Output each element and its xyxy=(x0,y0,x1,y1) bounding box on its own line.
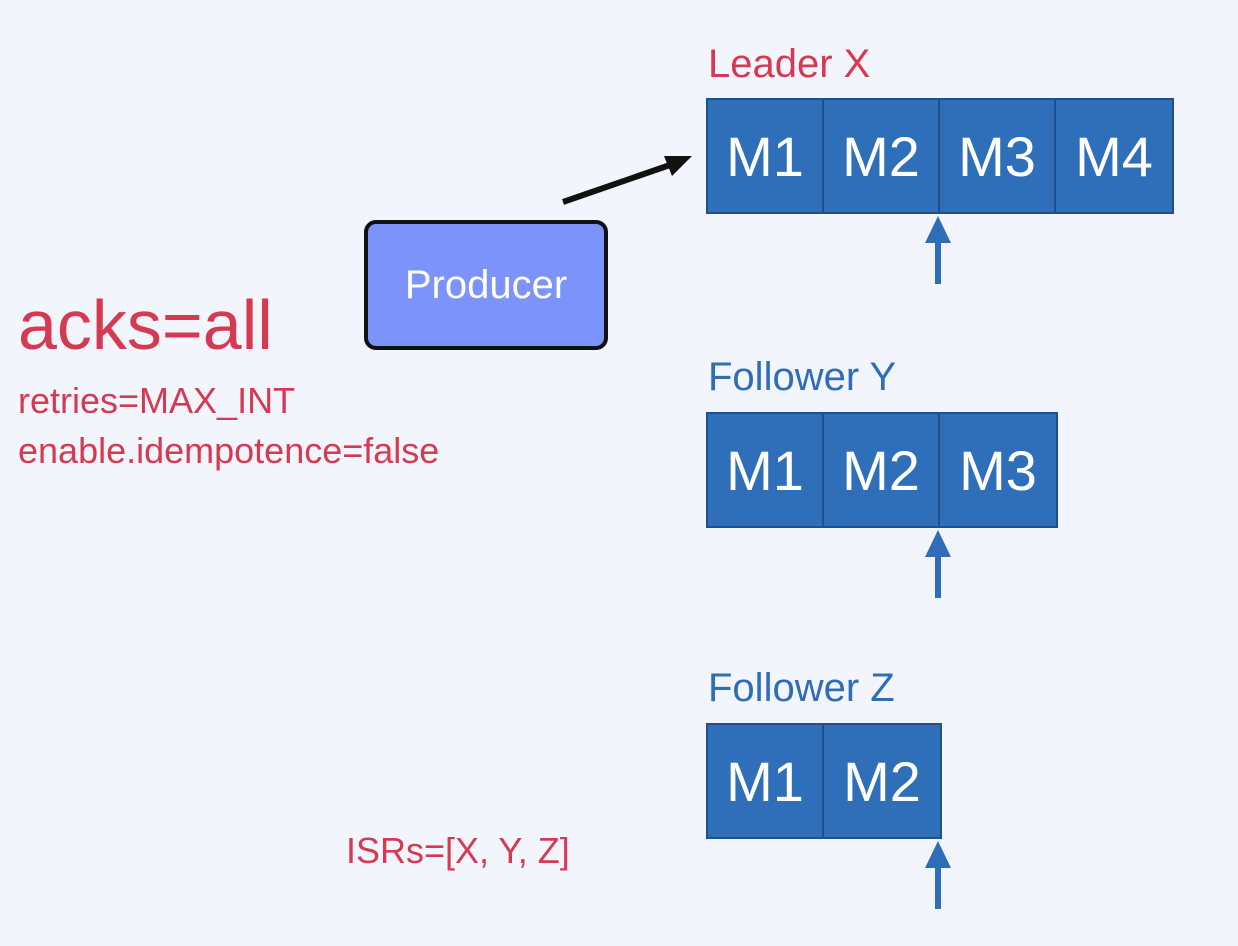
follower-z-message-m2: M2 xyxy=(824,725,940,837)
idempotence-config: enable.idempotence=false xyxy=(18,430,440,471)
follower-z-offset-pointer xyxy=(925,841,951,909)
acks-config: acks=all xyxy=(18,286,273,364)
producer-box: Producer xyxy=(364,220,608,350)
producer-to-leader-arrow xyxy=(562,156,692,205)
follower-z-message-m1: M1 xyxy=(708,725,824,837)
follower-y-message-m1: M1 xyxy=(708,414,824,526)
leader-log: M1 M2 M3 M4 xyxy=(706,98,1174,214)
isr-list: ISRs=[X, Y, Z] xyxy=(346,830,570,871)
follower-y-message-m3: M3 xyxy=(940,414,1056,526)
leader-message-m2: M2 xyxy=(824,100,940,212)
leader-offset-pointer xyxy=(925,216,951,284)
leader-label: Leader X xyxy=(708,42,871,86)
retries-config: retries=MAX_INT xyxy=(18,380,296,421)
follower-y-label: Follower Y xyxy=(708,355,897,399)
follower-y-message-m2: M2 xyxy=(824,414,940,526)
leader-message-m4: M4 xyxy=(1056,100,1172,212)
follower-y-offset-pointer xyxy=(925,530,951,598)
producer-label: Producer xyxy=(404,262,568,307)
follower-z-label: Follower Z xyxy=(708,666,895,710)
follower-z-log: M1 M2 xyxy=(706,723,942,839)
follower-y-log: M1 M2 M3 xyxy=(706,412,1058,528)
leader-message-m1: M1 xyxy=(708,100,824,212)
leader-message-m3: M3 xyxy=(940,100,1056,212)
